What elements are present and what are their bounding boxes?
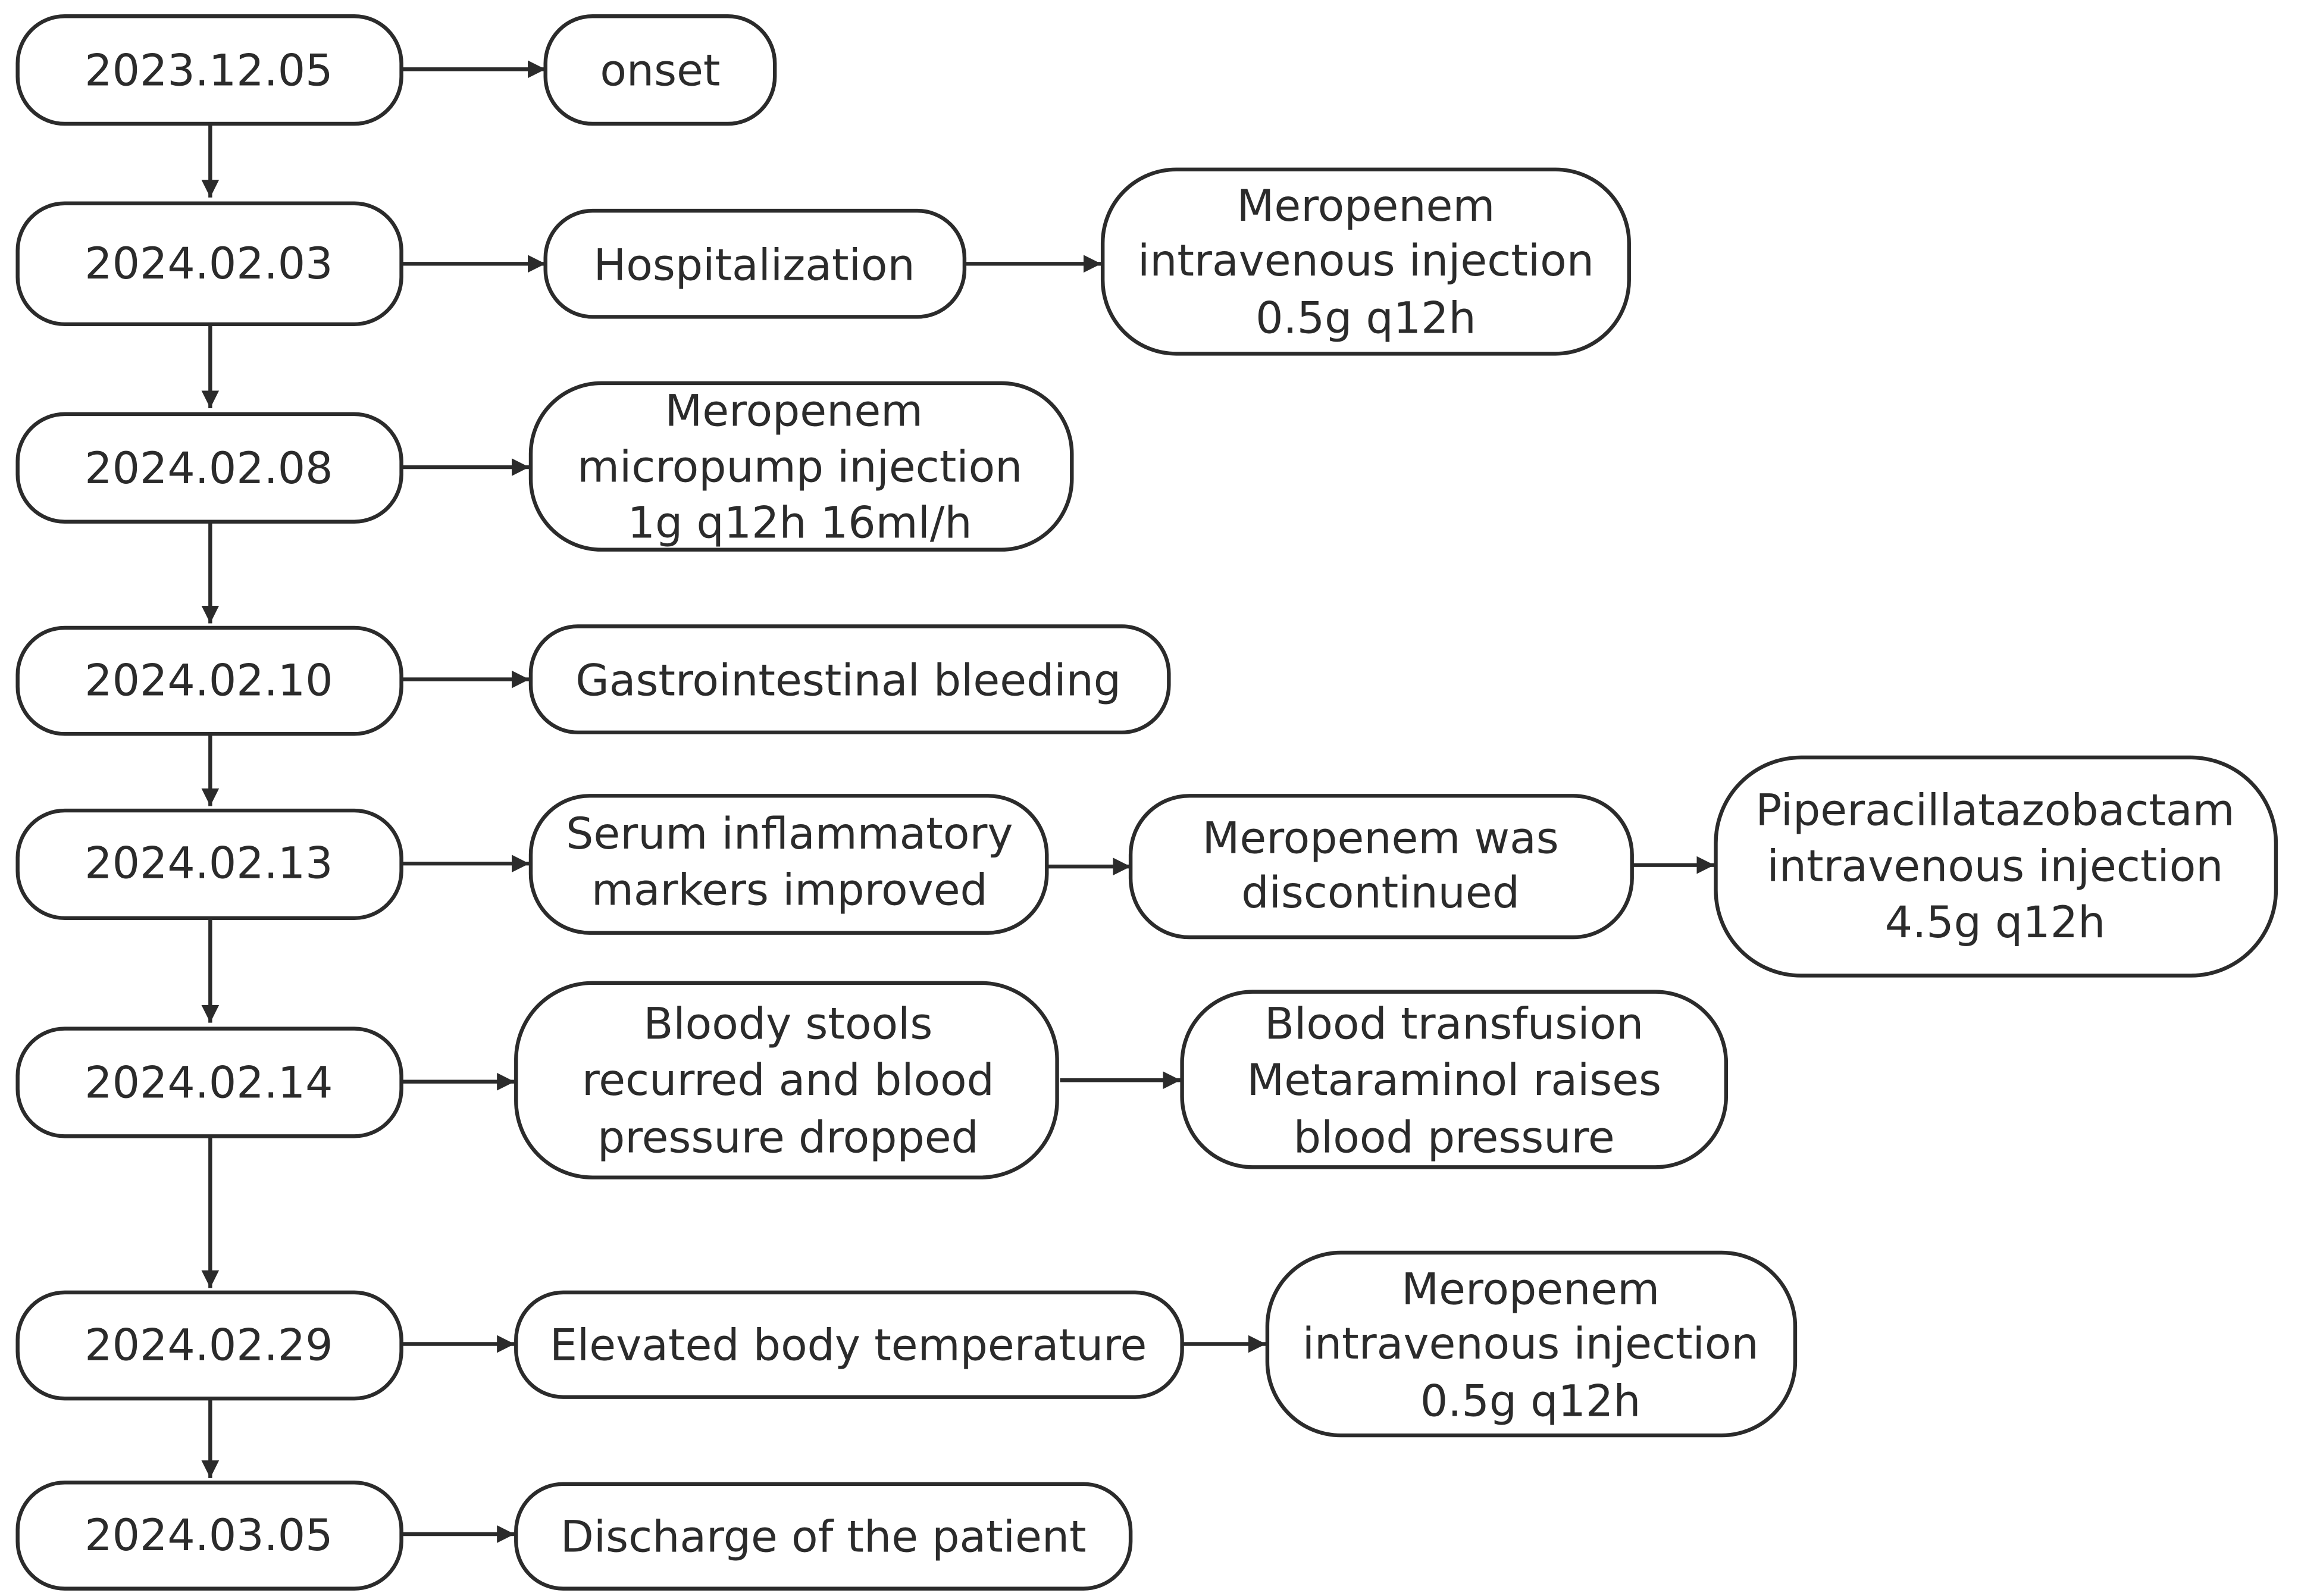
event-label-line-2: micropump injection xyxy=(577,442,1022,492)
event-elevated-temperature: Elevated body temperature xyxy=(514,1290,1184,1399)
event-meropenem-iv-second: Meropenem intravenous injection 0.5g q12… xyxy=(1265,1250,1798,1438)
date-node-2024-02-10: 2024.02.10 xyxy=(15,625,403,736)
event-onset: onset xyxy=(543,14,777,126)
event-hospitalization: Hospitalization xyxy=(543,208,967,319)
date-node-2024-02-13: 2024.02.13 xyxy=(15,808,403,921)
event-bloody-stools: Bloody stools recurred and blood pressur… xyxy=(514,981,1059,1179)
date-node-2024-02-29: 2024.02.29 xyxy=(15,1290,403,1401)
event-label-line-1: Meropenem xyxy=(665,386,923,436)
date-label: 2024.02.10 xyxy=(84,656,333,706)
event-label: Discharge of the patient xyxy=(561,1511,1087,1562)
event-meropenem-iv-first: Meropenem intravenous injection 0.5g q12… xyxy=(1100,167,1631,356)
event-gi-bleeding: Gastrointestinal bleeding xyxy=(528,624,1171,735)
event-label: Hospitalization xyxy=(593,240,915,290)
event-label-line-3: 1g q12h 16ml/h xyxy=(628,498,972,549)
event-label-line-1: Piperacillatazobactam xyxy=(1755,786,2234,836)
date-node-2024-02-08: 2024.02.08 xyxy=(15,412,403,524)
event-label-line-1: Serum inflammatory xyxy=(566,809,1013,859)
event-markers-improved: Serum inflammatory markers improved xyxy=(528,794,1049,935)
event-label-line-1: Bloody stools xyxy=(643,999,932,1050)
event-piperacillin-tazobactam: Piperacillatazobactam intravenous inject… xyxy=(1714,755,2278,978)
event-label-line-3: pressure dropped xyxy=(597,1112,979,1163)
event-label-line-1: Meropenem xyxy=(1401,1264,1660,1315)
event-label-line-3: 0.5g q12h xyxy=(1256,293,1476,343)
event-label-line-1: Blood transfusion xyxy=(1264,999,1643,1050)
event-meropenem-micropump: Meropenem micropump injection 1g q12h 16… xyxy=(528,381,1074,552)
event-label-line-2: intravenous injection xyxy=(1138,236,1594,286)
event-label-line-1: Meropenem xyxy=(1237,181,1495,231)
event-label-line-2: markers improved xyxy=(591,865,988,915)
event-label-line-1: Meropenem was xyxy=(1203,813,1559,864)
event-blood-transfusion: Blood transfusion Metaraminol raises blo… xyxy=(1180,990,1729,1169)
date-node-2024-02-14: 2024.02.14 xyxy=(15,1027,403,1138)
date-node-2024-03-05: 2024.03.05 xyxy=(15,1481,403,1591)
event-label-line-2: discontinued xyxy=(1241,868,1520,918)
event-label-line-2: intravenous injection xyxy=(1303,1319,1759,1369)
event-meropenem-discontinued: Meropenem was discontinued xyxy=(1128,794,1634,940)
date-node-2023-12-05: 2023.12.05 xyxy=(15,14,403,126)
date-label: 2024.03.05 xyxy=(84,1510,333,1561)
event-label-line-2: Metaraminol raises xyxy=(1247,1055,1661,1106)
event-label-line-2: recurred and blood xyxy=(582,1055,994,1106)
date-label: 2024.02.14 xyxy=(84,1058,333,1109)
date-label: 2024.02.29 xyxy=(84,1320,333,1370)
event-label: onset xyxy=(600,45,720,96)
date-label: 2023.12.05 xyxy=(84,45,333,96)
date-label: 2024.02.13 xyxy=(84,838,333,889)
event-discharge: Discharge of the patient xyxy=(514,1482,1133,1591)
event-label-line-2: intravenous injection xyxy=(1767,841,2223,892)
date-label: 2024.02.03 xyxy=(84,239,333,289)
date-label: 2024.02.08 xyxy=(84,443,333,494)
event-label-line-3: blood pressure xyxy=(1294,1112,1615,1163)
event-label: Gastrointestinal bleeding xyxy=(575,656,1121,706)
date-node-2024-02-03: 2024.02.03 xyxy=(15,201,403,327)
event-label-line-3: 0.5g q12h xyxy=(1420,1376,1641,1427)
event-label-line-3: 4.5g q12h xyxy=(1885,897,2106,948)
event-label: Elevated body temperature xyxy=(550,1320,1147,1370)
